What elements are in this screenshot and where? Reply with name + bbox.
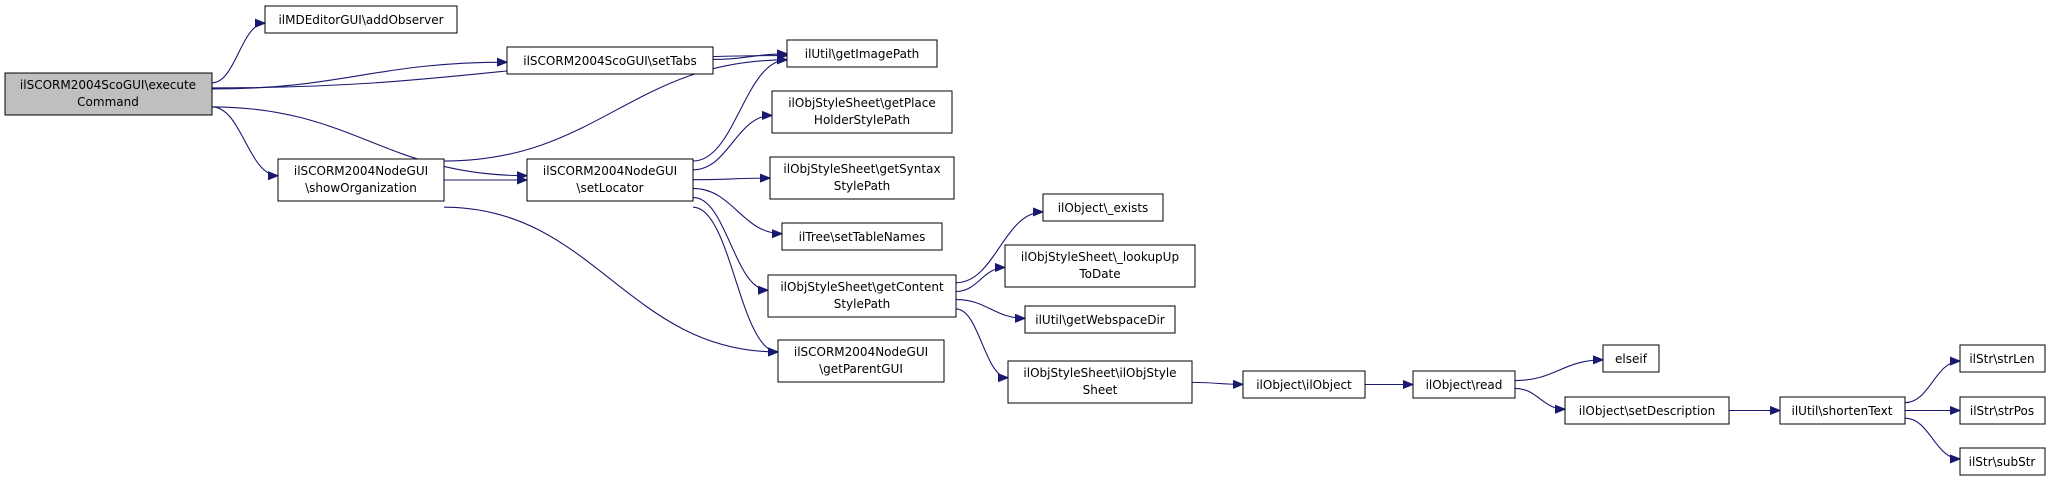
node-label-line: \setLocator (576, 181, 643, 195)
node-label-line: ilSCORM2004ScoGUI\setTabs (523, 54, 696, 68)
node-label-line: ilUtil\getWebspaceDir (1035, 313, 1165, 327)
call-edge (692, 206, 779, 352)
graph-node[interactable]: ilStr\subStr (1959, 447, 2046, 476)
node-label-line: StylePath (834, 179, 891, 193)
call-edge (211, 106, 527, 176)
node-label-line: StylePath (834, 297, 891, 311)
call-edge (955, 268, 1005, 293)
graph-node[interactable]: ilTree\setTableNames (781, 222, 943, 251)
node-label-line: Command (77, 95, 139, 109)
graph-node[interactable]: ilObject\setDescription (1564, 396, 1730, 425)
node-label-line: \showOrganization (305, 181, 417, 195)
call-edge (1904, 361, 1961, 404)
graph-node[interactable]: ilObject\read (1412, 370, 1516, 399)
node-label-line: ilObjStyleSheet\getPlace (788, 96, 936, 110)
graph-node[interactable]: ilMDEditorGUI\addObserver (264, 5, 458, 34)
node-label-line: HolderStylePath (814, 113, 910, 127)
graph-node[interactable]: ilObject\ilObject (1242, 370, 1366, 399)
node-label-line: ilSCORM2004ScoGUI\execute (20, 78, 196, 92)
graph-node[interactable]: ilObjStyleSheet\getPlace HolderStylePath (771, 90, 953, 134)
call-edge (692, 115, 772, 171)
graph-node[interactable]: ilObjStyleSheet\_lookupUp ToDate (1004, 244, 1196, 288)
graph-node[interactable]: ilObjStyleSheet\ilObjStyle Sheet (1007, 360, 1193, 404)
node-label-line: ilMDEditorGUI\addObserver (278, 13, 443, 27)
node-label-line: ilObject\setDescription (1579, 404, 1715, 418)
node-label-line: elseif (1615, 352, 1648, 366)
node-label-line: ilTree\setTableNames (799, 230, 926, 244)
node-label-line: \getParentGUI (819, 362, 903, 376)
call-edge (712, 54, 787, 60)
nodes-layer: ilSCORM2004ScoGUI\execute Command ilMDEd… (4, 5, 2046, 476)
graph-node[interactable]: ilStr\strPos (1959, 396, 2046, 425)
node-label-line: ilUtil\shortenText (1792, 404, 1893, 418)
node-label-line: ilObjStyleSheet\ilObjStyle (1023, 366, 1176, 380)
graph-node[interactable]: ilUtil\getImagePath (786, 39, 938, 68)
call-edge (1904, 417, 1961, 459)
call-edge (955, 298, 1025, 319)
node-label-line: ilObjStyleSheet\getContent (780, 280, 944, 294)
call-edge (211, 23, 266, 84)
call-edge (955, 308, 1009, 378)
call-edge (1514, 360, 1603, 382)
graph-node[interactable]: ilUtil\getWebspaceDir (1024, 305, 1176, 334)
node-label-line: ilObjStyleSheet\_lookupUp (1021, 250, 1179, 264)
node-label-line: Sheet (1083, 383, 1118, 397)
graph-node[interactable]: ilSCORM2004NodeGUI \setLocator (526, 158, 694, 202)
graph-node[interactable]: ilObjStyleSheet\getContent StylePath (767, 274, 957, 318)
call-edge (692, 187, 782, 233)
call-edge (692, 196, 769, 290)
node-label-line: ilObject\_exists (1058, 201, 1149, 215)
node-label-line: ilSCORM2004NodeGUI (294, 164, 428, 178)
graph-node[interactable]: ilSCORM2004NodeGUI \showOrganization (277, 158, 445, 202)
call-edge (443, 206, 778, 352)
node-label-line: ilObject\ilObject (1256, 378, 1352, 392)
node-label-line: ilStr\subStr (1969, 455, 2036, 469)
graph-node[interactable]: ilSCORM2004ScoGUI\setTabs (506, 46, 714, 75)
call-edge (692, 178, 770, 180)
call-edge (692, 60, 787, 162)
graph-node[interactable]: ilObject\_exists (1042, 193, 1164, 222)
node-label-line: ilStr\strPos (1970, 404, 2034, 418)
node-label-line: ilObject\read (1426, 378, 1503, 392)
call-edge (955, 212, 1043, 284)
graph-node[interactable]: ilObjStyleSheet\getSyntax StylePath (769, 156, 955, 200)
graph-node[interactable]: ilStr\strLen (1959, 344, 2046, 373)
node-label-line: ilSCORM2004NodeGUI (543, 164, 677, 178)
graph-node[interactable]: ilUtil\shortenText (1779, 396, 1906, 425)
node-label-line: ilSCORM2004NodeGUI (794, 345, 928, 359)
node-label-line: ilStr\strLen (1969, 352, 2034, 366)
node-label-line: ilUtil\getImagePath (805, 47, 920, 61)
graph-node[interactable]: ilSCORM2004NodeGUI \getParentGUI (777, 339, 945, 383)
graph-node[interactable]: elseif (1602, 344, 1660, 373)
node-label-line: ToDate (1078, 267, 1120, 281)
node-label-line: ilObjStyleSheet\getSyntax (783, 162, 940, 176)
call-edge (211, 106, 279, 176)
call-edge (1191, 382, 1243, 384)
edges-layer (211, 23, 1961, 459)
call-edge (443, 60, 787, 162)
graph-node[interactable]: ilSCORM2004ScoGUI\execute Command (4, 72, 213, 116)
call-edge (1514, 387, 1565, 409)
